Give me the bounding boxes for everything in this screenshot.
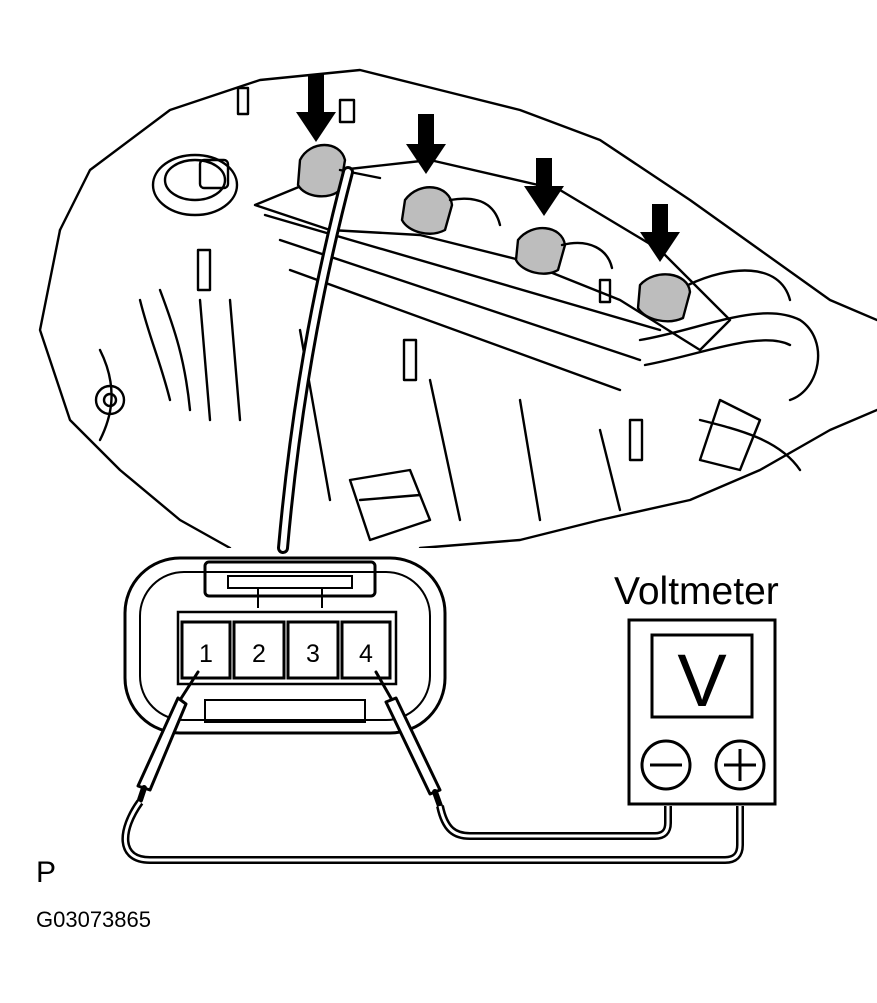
harness-wire — [277, 166, 354, 554]
connector-body — [123, 556, 447, 735]
positive-terminal — [714, 739, 766, 791]
negative-terminal — [640, 739, 692, 791]
voltmeter-display — [650, 633, 754, 719]
arrow-coil-1 — [296, 74, 336, 142]
probe-positive — [374, 670, 443, 809]
view-code-label: P — [36, 856, 57, 889]
arrow-coil-4 — [640, 204, 680, 262]
svg-text:2: 2 — [252, 640, 266, 668]
pin-1: 1 — [180, 620, 232, 680]
lead-positive — [436, 805, 672, 840]
svg-text:1: 1 — [199, 640, 213, 668]
probe-negative — [136, 670, 200, 803]
pin-3: 3 — [286, 620, 340, 680]
lead-negative — [121, 799, 744, 864]
pin-2: 2 — [232, 620, 286, 680]
figure-id-label: G03073865 — [36, 907, 151, 932]
ignition-coil-1 — [296, 143, 382, 198]
pin-4: 4 — [340, 620, 392, 680]
voltmeter-body — [627, 618, 777, 806]
ignition-coil-2 — [400, 186, 502, 235]
connector: 1 2 3 4 — [123, 556, 447, 735]
voltmeter: V — [627, 618, 777, 806]
engine-illustration — [38, 68, 877, 550]
svg-text:3: 3 — [306, 640, 320, 668]
arrow-coil-3 — [524, 158, 564, 216]
ignition-coil-4 — [636, 269, 792, 323]
ignition-coil-3 — [514, 226, 614, 275]
arrow-coil-2 — [406, 114, 446, 174]
voltmeter-label: Voltmeter — [614, 570, 779, 613]
connector-lock-tab — [203, 560, 377, 598]
voltmeter-display-value: V — [677, 639, 727, 722]
svg-text:4: 4 — [359, 640, 373, 668]
